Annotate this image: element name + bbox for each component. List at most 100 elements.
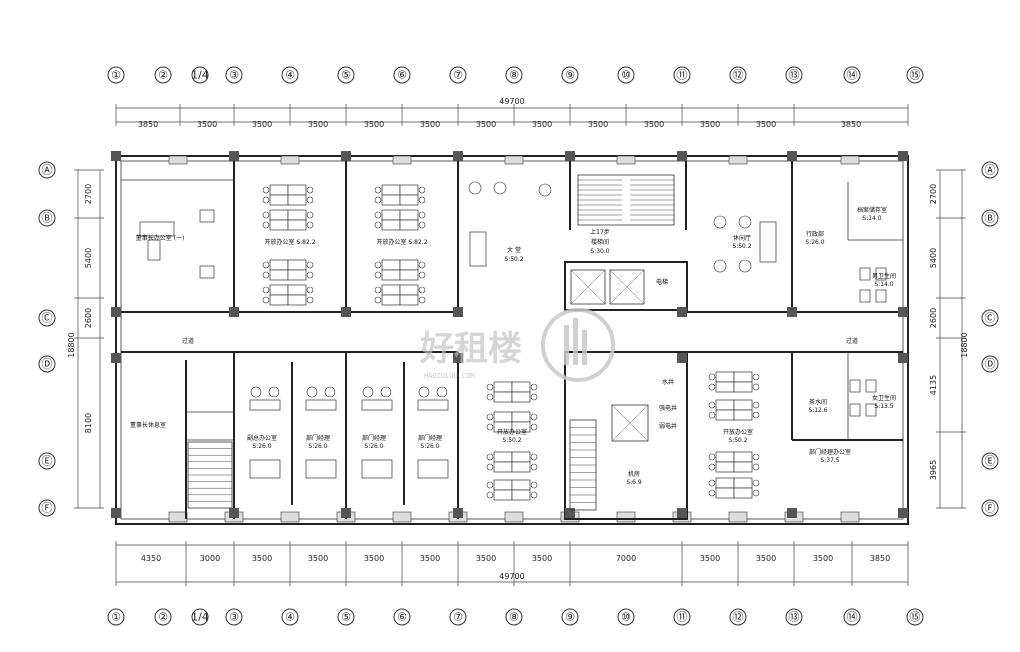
bottom-axis-label: ⑬ (789, 611, 800, 624)
top-dim-value: 3850 (841, 120, 861, 129)
bottom-dim-value: 3000 (200, 554, 220, 563)
toilet (875, 289, 887, 303)
manager-desk-set (417, 386, 449, 479)
room-admin: 行政部 (806, 230, 824, 238)
room-archive: 档案储存室 (857, 206, 887, 214)
right-dim-value: 2600 (929, 308, 938, 328)
workstation-cluster (708, 477, 760, 499)
toilet (849, 403, 861, 417)
top-axis-10: ⑨ (561, 66, 579, 84)
reception-desk (469, 231, 487, 267)
left-row-axis-4: Ⓓ (38, 355, 56, 373)
right-row-axis-3: Ⓒ (981, 309, 999, 327)
room-stair-area: S:30.0 (590, 248, 609, 255)
window (840, 155, 860, 165)
bottom-axis-3: 1/4 (191, 608, 209, 626)
left-row-axis-label: Ⓕ (42, 502, 53, 515)
room-dept-manager-3-area: S:26.0 (364, 443, 383, 450)
column (787, 151, 797, 161)
column (341, 307, 351, 317)
workstation-cluster (708, 371, 760, 393)
room-male-wc: 男卫生间 (872, 272, 896, 280)
room-tea: 茶水间 (809, 398, 827, 406)
column (453, 508, 463, 518)
bottom-axis-label: ③ (229, 611, 239, 624)
left-row-axis-label: Ⓓ (42, 358, 53, 371)
column (787, 307, 797, 317)
bottom-dim-value: 3500 (476, 554, 496, 563)
bottom-axis-label: ⑤ (341, 611, 351, 624)
interior-walls (121, 161, 903, 520)
top-axis-label: ⑮ (910, 69, 921, 82)
top-axis-2: ② (154, 66, 172, 84)
top-axis-label: ⑨ (565, 69, 575, 82)
toilet (859, 267, 871, 281)
right-row-axis-label: Ⓐ (985, 164, 996, 177)
bottom-axis-6: ⑤ (337, 608, 355, 626)
bottom-axis-9: ⑧ (505, 608, 523, 626)
room-open-office-3: 开放办公室 (497, 428, 527, 436)
top-dim-value: 3500 (756, 120, 776, 129)
column (898, 353, 908, 363)
toilet (849, 379, 861, 393)
right-row-axis-2: Ⓑ (981, 209, 999, 227)
top-axis-label: ③ (229, 69, 239, 82)
top-axis-label: ⑤ (341, 69, 351, 82)
bottom-dim-value: 3500 (813, 554, 833, 563)
bottom-axis-13: ⑫ (729, 608, 747, 626)
bottom-dim-value: 3500 (364, 554, 384, 563)
workstation-cluster (486, 451, 538, 473)
sofa (147, 239, 161, 261)
top-axis-9: ⑧ (505, 66, 523, 84)
window (168, 511, 188, 523)
left-dim-value: 5400 (84, 248, 93, 268)
bottom-dim-value: 4350 (141, 554, 161, 563)
round-seat (738, 259, 752, 273)
column (341, 151, 351, 161)
armchair (199, 209, 215, 223)
room-elevator: 电梯 (656, 278, 668, 286)
top-axis-label: ⑧ (509, 69, 519, 82)
column (111, 307, 121, 317)
top-dim-value: 3500 (644, 120, 664, 129)
right-row-axis-label: Ⓕ (985, 502, 996, 515)
bottom-axis-14: ⑬ (785, 608, 803, 626)
column (111, 353, 121, 363)
workstation-cluster (708, 399, 760, 421)
round-seat (713, 215, 727, 229)
room-hall: 大 堂 (507, 246, 521, 254)
top-axis-6: ⑤ (337, 66, 355, 84)
stair-core (569, 419, 597, 511)
window (728, 155, 748, 165)
manager-desk-set (249, 386, 281, 479)
bottom-axis-label: 1/4 (191, 611, 209, 624)
room-lounge: 休闲厅 (733, 234, 751, 242)
room-archive-area: S:14.0 (862, 215, 881, 222)
bottom-dim-value: 3500 (420, 554, 440, 563)
stair-left (187, 441, 233, 509)
stair-main (577, 174, 675, 226)
top-axis-15: ⑭ (843, 66, 861, 84)
column (453, 151, 463, 161)
right-total-dimension: 18800 (960, 332, 969, 357)
window (280, 511, 300, 523)
workstation-cluster (262, 184, 314, 206)
workstation-cluster (374, 284, 426, 306)
left-row-axis-3: Ⓒ (38, 309, 56, 327)
workstation-cluster (486, 479, 538, 501)
watermark-sub: HAOZULOU.COM (424, 372, 475, 380)
manager-desk-set (305, 386, 337, 479)
right-row-axis-1: Ⓐ (981, 161, 999, 179)
bottom-axis-7: ⑥ (393, 608, 411, 626)
top-dim-value: 3500 (588, 120, 608, 129)
right-row-axis-label: Ⓑ (985, 212, 996, 225)
column (229, 307, 239, 317)
structural-columns (111, 151, 908, 518)
room-dept-manager-4-area: S:26.0 (420, 443, 439, 450)
room-open-office-1: 开放办公室 S:82.2 (264, 238, 315, 246)
top-axis-label: ⑫ (733, 69, 744, 82)
room-deputy-gm-area: S:26.0 (252, 443, 271, 450)
workstation-cluster (486, 381, 538, 403)
